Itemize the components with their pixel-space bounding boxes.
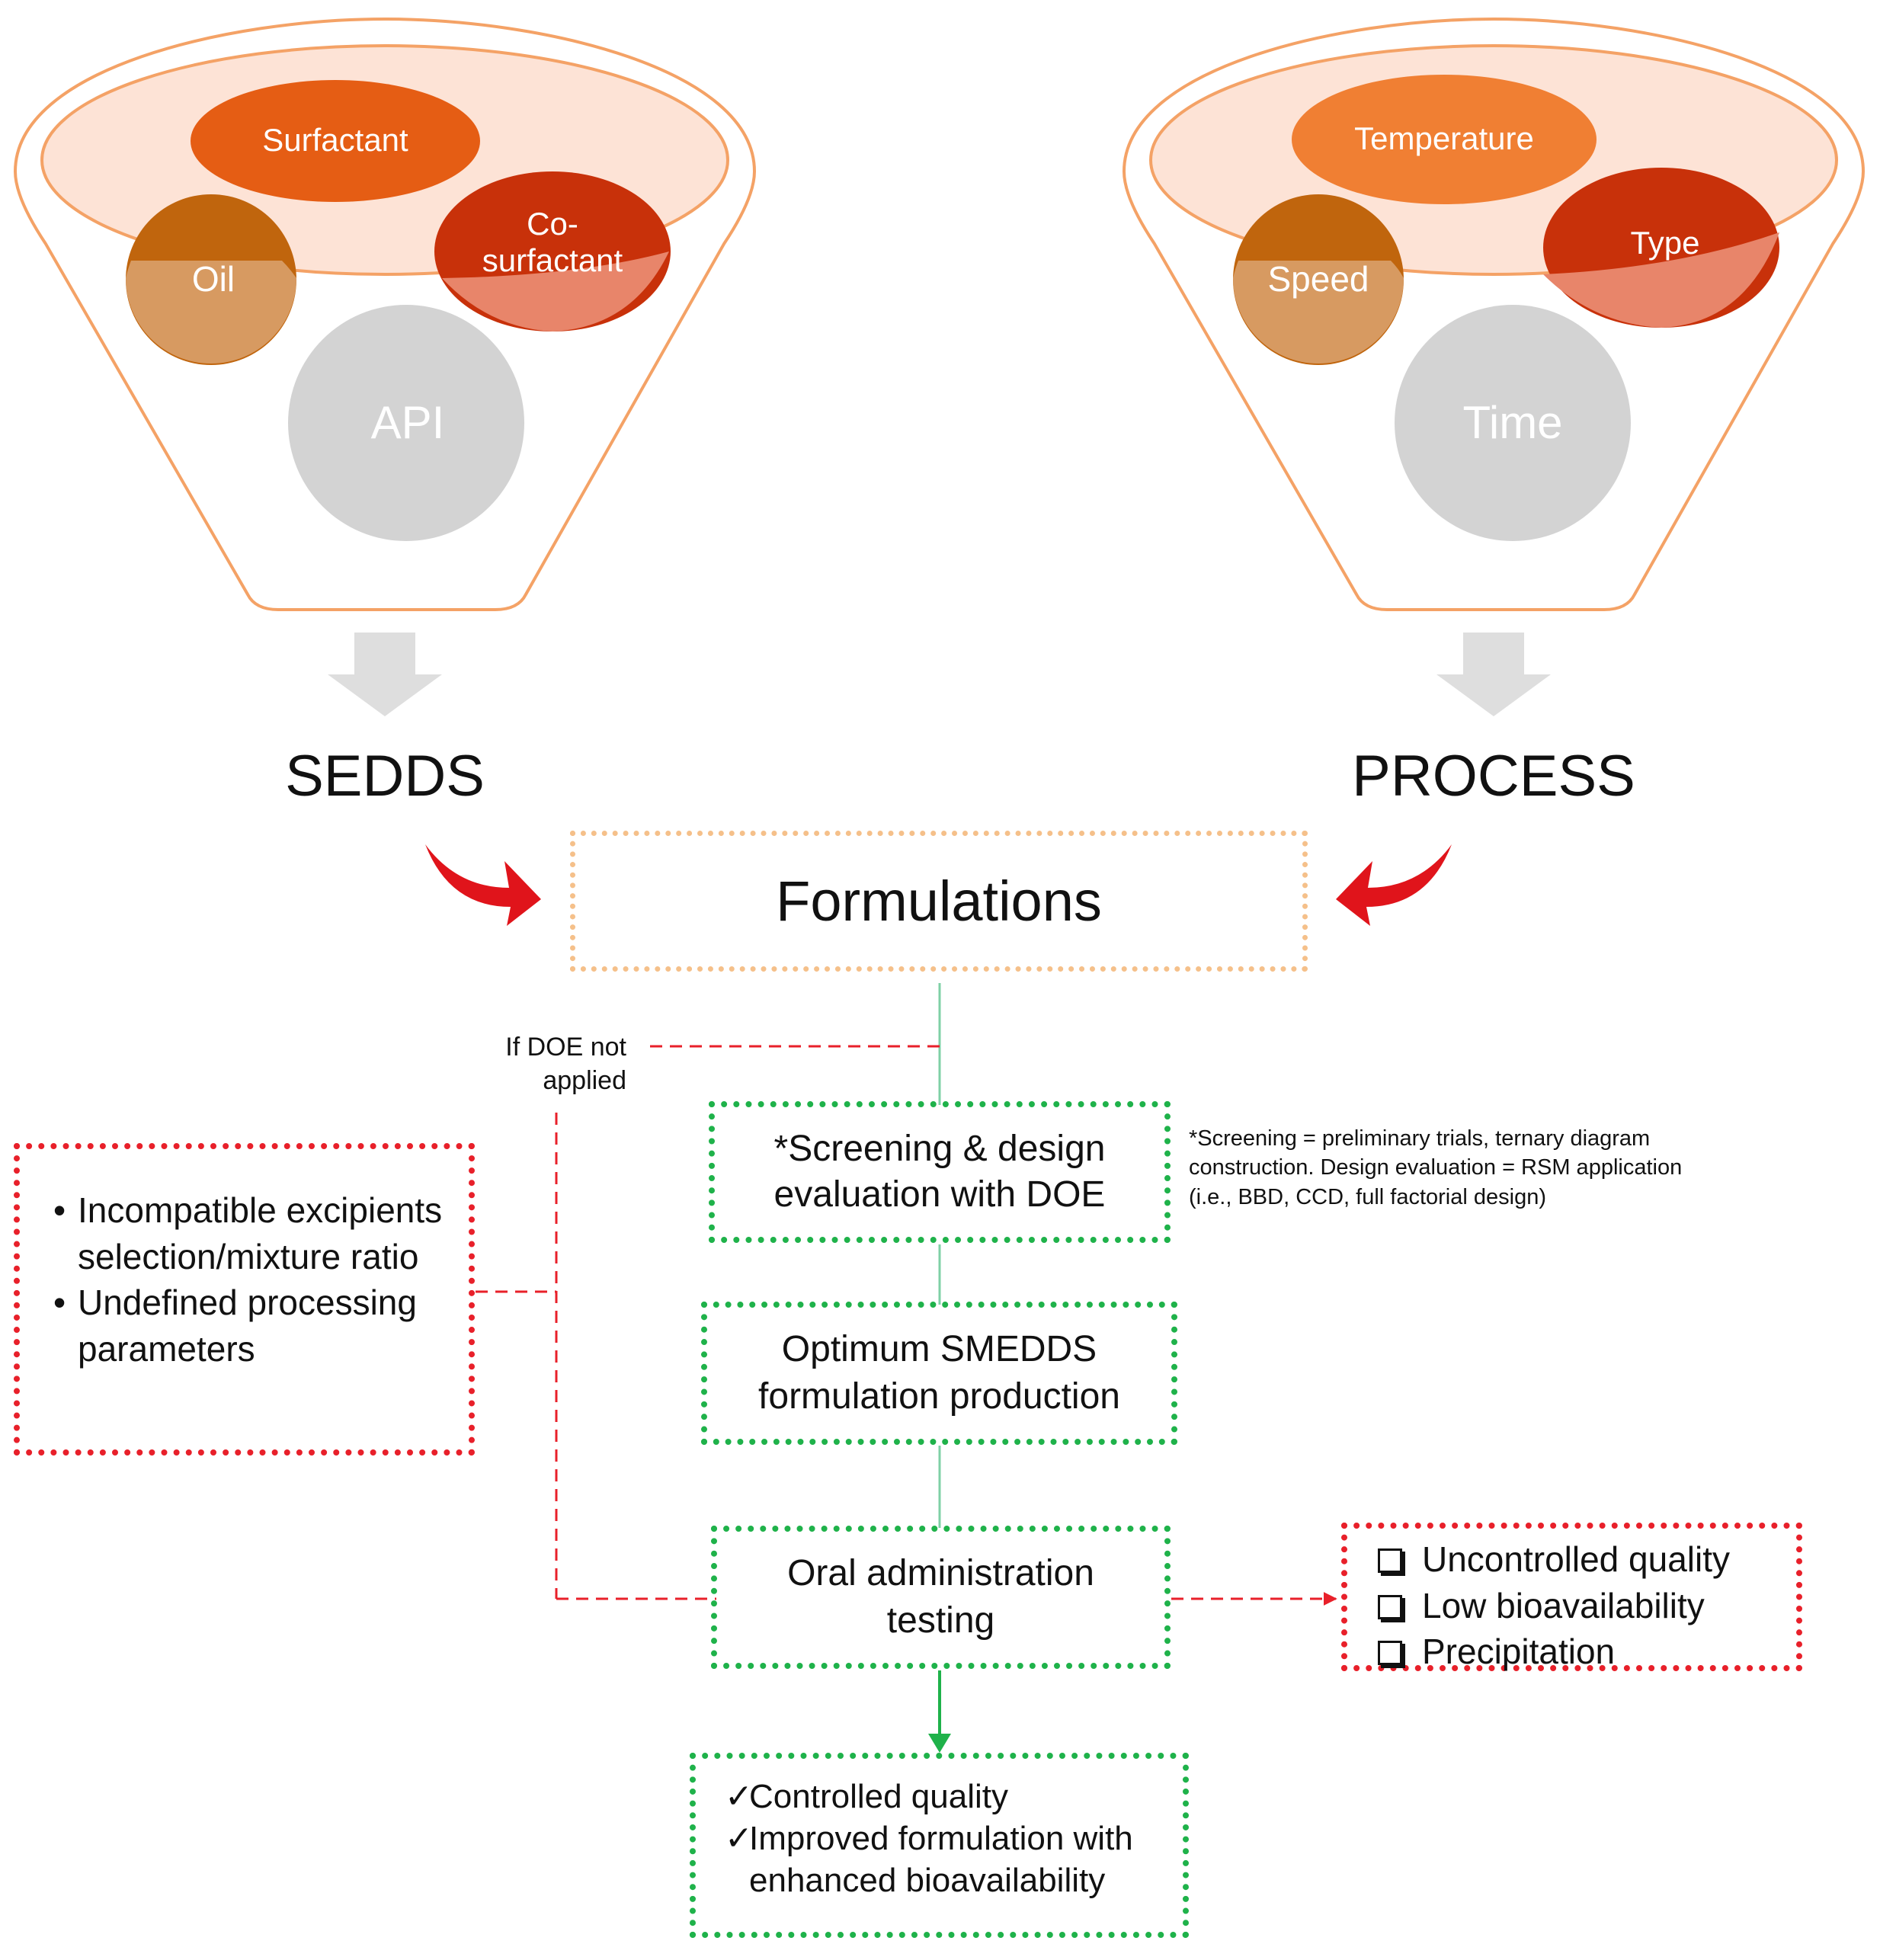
red-dashed-connectors — [476, 1045, 1337, 1606]
time-bubble — [1395, 305, 1631, 541]
oil-label: Oil — [191, 259, 235, 299]
if-doe-not-applied-label: If DOE not applied — [505, 1033, 626, 1096]
oil-bubble-lower — [126, 261, 296, 363]
left-down-arrow — [328, 633, 442, 716]
bad-outcomes-list: Uncontrolled quality Low bioavailability… — [1378, 1536, 1796, 1675]
type-label: Type — [1630, 225, 1700, 261]
speed-label: Speed — [1267, 259, 1369, 299]
bad-outcome-item: Precipitation — [1378, 1629, 1796, 1675]
right-funnel — [1122, 17, 1866, 611]
checkmark-icon: ✓ — [725, 1778, 753, 1815]
optimum-box: Optimum SMEDDS formulation production — [701, 1302, 1177, 1445]
problems-list: Incompatible excipients selection/mixtur… — [50, 1187, 453, 1372]
left-funnel — [13, 17, 757, 611]
checkbox-square-icon — [1378, 1548, 1402, 1573]
checkbox-square-icon — [1378, 1641, 1402, 1666]
left-curved-arrow — [425, 844, 541, 926]
problems-box: Incompatible excipients selection/mixtur… — [14, 1143, 475, 1456]
good-outcome-item: ✓ Improved formulation with enhanced bio… — [725, 1817, 1183, 1901]
bad-outcome-text: Precipitation — [1422, 1632, 1616, 1672]
bad-outcome-text: Low bioavailability — [1422, 1585, 1705, 1625]
speed-bubble-lower — [1233, 261, 1404, 363]
optimum-label: Optimum SMEDDS formulation production — [758, 1328, 1120, 1417]
problem-item: Undefined processing parameters — [50, 1279, 474, 1372]
oral-label: Oral administration testing — [787, 1552, 1094, 1641]
bad-outcome-text: Uncontrolled quality — [1422, 1539, 1731, 1579]
api-label: API — [370, 397, 445, 448]
oral-box: Oral administration testing — [711, 1526, 1171, 1669]
sedds-label: SEDDS — [285, 744, 485, 809]
screening-label: *Screening & design evaluation with DOE — [773, 1129, 1106, 1215]
process-label: PROCESS — [1352, 744, 1635, 809]
surfactant-bubble — [191, 80, 480, 202]
good-outcomes-box: ✓ Controlled quality ✓ Improved formulat… — [690, 1753, 1189, 1938]
checkmark-icon: ✓ — [725, 1820, 753, 1857]
co-surfactant-label: Co- surfactant — [482, 206, 623, 279]
api-bubble — [288, 305, 524, 541]
bad-outcome-item: Uncontrolled quality — [1378, 1536, 1796, 1583]
formulations-label: Formulations — [776, 870, 1102, 933]
checkbox-square-icon — [1378, 1594, 1402, 1619]
good-outcome-item: ✓ Controlled quality — [725, 1776, 1183, 1817]
problem-item: Incompatible excipients selection/mixtur… — [50, 1187, 474, 1279]
arrowhead-result — [928, 1734, 951, 1753]
good-outcome-text: Improved formulation with enhanced bioav… — [749, 1820, 1133, 1899]
bad-outcomes-box: Uncontrolled quality Low bioavailability… — [1341, 1523, 1802, 1671]
co-surfactant-bubble-lower — [442, 251, 669, 331]
right-curved-arrow — [1336, 844, 1452, 926]
type-bubble-lower — [1543, 232, 1779, 328]
formulations-box: Formulations — [570, 831, 1308, 972]
right-down-arrow — [1436, 633, 1551, 716]
temperature-bubble — [1292, 75, 1597, 204]
surfactant-label: Surfactant — [262, 122, 408, 158]
screening-box: *Screening & design evaluation with DOE — [709, 1101, 1171, 1243]
screening-note: *Screening = preliminary trials, ternary… — [1189, 1126, 1683, 1209]
time-label: Time — [1462, 397, 1563, 448]
temperature-label: Temperature — [1354, 120, 1534, 156]
bad-outcome-item: Low bioavailability — [1378, 1583, 1796, 1629]
good-outcome-text: Controlled quality — [749, 1778, 1008, 1815]
